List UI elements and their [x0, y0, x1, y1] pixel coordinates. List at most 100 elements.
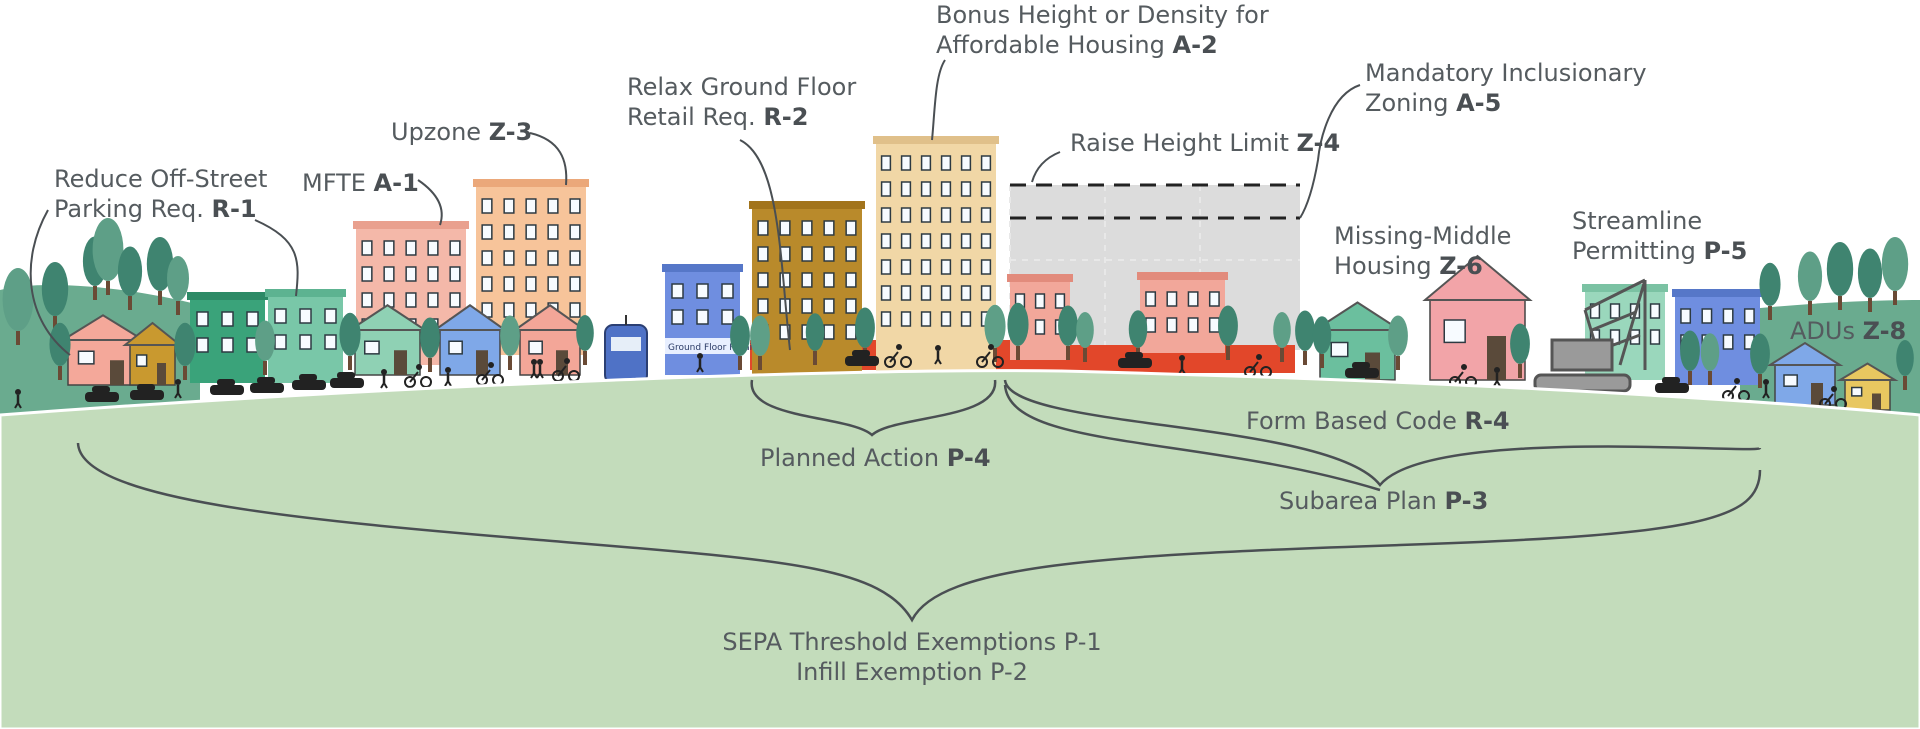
car-icon: [250, 377, 284, 393]
car-icon: [292, 374, 326, 390]
building-coral-mid: [1137, 272, 1228, 353]
tree: [1797, 251, 1823, 315]
pedestrian-icon: [380, 369, 388, 389]
brace-form-based-code: [1003, 379, 1762, 487]
tree: [117, 246, 143, 310]
leader-line-bonus-height: [931, 59, 946, 141]
pedestrian-icon: [174, 379, 182, 399]
code-r1: R-1: [211, 195, 257, 223]
code-p3: P-3: [1444, 487, 1489, 515]
leader-line-reduce-parking: [254, 219, 299, 297]
tree: [1750, 333, 1770, 388]
tree: [1295, 310, 1315, 365]
leader-line-mfte: [417, 179, 443, 226]
label-relax-retail-line2: Retail Req.: [627, 103, 764, 131]
tree: [92, 218, 124, 295]
code-p5: P-5: [1703, 237, 1748, 265]
building-mint-apartment: [265, 289, 346, 383]
label-adus-text: ADUs: [1790, 317, 1863, 345]
tree: [167, 256, 189, 315]
car-icon: [85, 386, 119, 402]
label-sepa-line2: Infill Exemption P-2: [796, 658, 1028, 686]
tree: [1312, 316, 1332, 368]
pedestrian-icon: [536, 359, 544, 379]
tree: [1218, 305, 1238, 360]
code-z3: Z-3: [488, 118, 533, 146]
car-icon: [210, 379, 244, 395]
car-icon: [330, 372, 364, 388]
leader-line-raise-height: [1031, 151, 1061, 183]
code-z8: Z-8: [1862, 317, 1907, 345]
label-bonus-height-line2: Affordable Housing: [936, 31, 1173, 59]
label-mfte-text: MFTE: [302, 169, 374, 197]
building-mustard: [749, 201, 865, 377]
label-mandatory-iz-line2: Zoning: [1365, 89, 1457, 117]
tree: [500, 315, 520, 370]
bicycle-icon: [476, 362, 504, 386]
pedestrian-icon: [14, 389, 22, 409]
tree: [1857, 248, 1883, 312]
tree: [1076, 312, 1094, 362]
label-missing-middle-line2: Housing: [1334, 252, 1440, 280]
tree: [339, 312, 361, 370]
ground-floor-retail-sign: Ground Floor Retail: [665, 338, 755, 354]
tree: [49, 322, 71, 380]
label-raise-height-text: Raise Height Limit: [1070, 129, 1297, 157]
tree: [1759, 262, 1781, 320]
tree: [1896, 340, 1914, 390]
label-raise-height: Raise Height Limit Z-4: [1070, 128, 1340, 158]
tree: [255, 320, 275, 375]
tree: [730, 315, 750, 370]
tree: [750, 315, 770, 370]
code-z6: Z-6: [1439, 252, 1483, 280]
label-adus: ADUs Z-8: [1790, 316, 1906, 346]
pedestrian-icon: [696, 353, 704, 373]
label-reduce-parking-line1: Reduce Off-Street: [54, 165, 268, 193]
pedestrian-icon: [1762, 379, 1770, 399]
label-form-based-code-text: Form Based Code: [1246, 407, 1465, 435]
tree: [805, 313, 825, 365]
house-yellow-adu: [1836, 362, 1899, 411]
label-subarea-plan: Subarea Plan P-3: [1279, 486, 1488, 516]
leader-line-upzone: [529, 132, 568, 186]
label-relax-retail-line1: Relax Ground Floor: [627, 73, 857, 101]
car-icon: [130, 384, 164, 400]
house-mustard-left: [122, 321, 183, 386]
brace-subarea-plan: [1003, 384, 1381, 492]
label-bonus-height-line1: Bonus Height or Density for: [936, 1, 1269, 29]
leader-line-reduce-parking-2: [29, 209, 71, 356]
code-a2: A-2: [1172, 31, 1218, 59]
tree: [1273, 312, 1291, 362]
code-z4: Z-4: [1296, 129, 1341, 157]
tree: [420, 317, 440, 372]
bicycle-icon: [976, 344, 1004, 368]
label-mandatory-iz-line1: Mandatory Inclusionary: [1365, 59, 1647, 87]
tree: [1881, 237, 1909, 305]
brace-planned-action: [750, 379, 997, 437]
brace-sepa: [76, 442, 1762, 623]
label-streamline-line1: Streamline: [1572, 207, 1703, 235]
label-missing-middle: Missing-Middle Housing Z-6: [1334, 221, 1511, 281]
label-planned-action-text: Planned Action: [760, 444, 947, 472]
house-mint: [346, 304, 429, 376]
building-green-apartment: [187, 292, 268, 383]
tree: [1058, 305, 1078, 360]
code-a5: A-5: [1456, 89, 1502, 117]
label-missing-middle-line1: Missing-Middle: [1334, 222, 1512, 250]
tree: [1007, 302, 1029, 360]
house-pink-left: [59, 314, 147, 386]
label-relax-retail: Relax Ground Floor Retail Req. R-2: [627, 72, 856, 132]
tree: [984, 304, 1006, 362]
bicycle-icon: [1449, 364, 1477, 388]
tree: [576, 315, 594, 365]
bicycle-icon: [884, 344, 912, 368]
label-upzone: Upzone Z-3: [391, 117, 532, 147]
house-pink-missing-middle: [1422, 254, 1533, 381]
pedestrian-icon: [1493, 367, 1501, 387]
tree: [1510, 323, 1530, 378]
tree: [1388, 315, 1408, 370]
leader-line-mandatory-iz: [1299, 84, 1361, 219]
code-a1: A-1: [373, 169, 419, 197]
car-icon: [1118, 352, 1152, 368]
car-icon: [1345, 362, 1379, 378]
